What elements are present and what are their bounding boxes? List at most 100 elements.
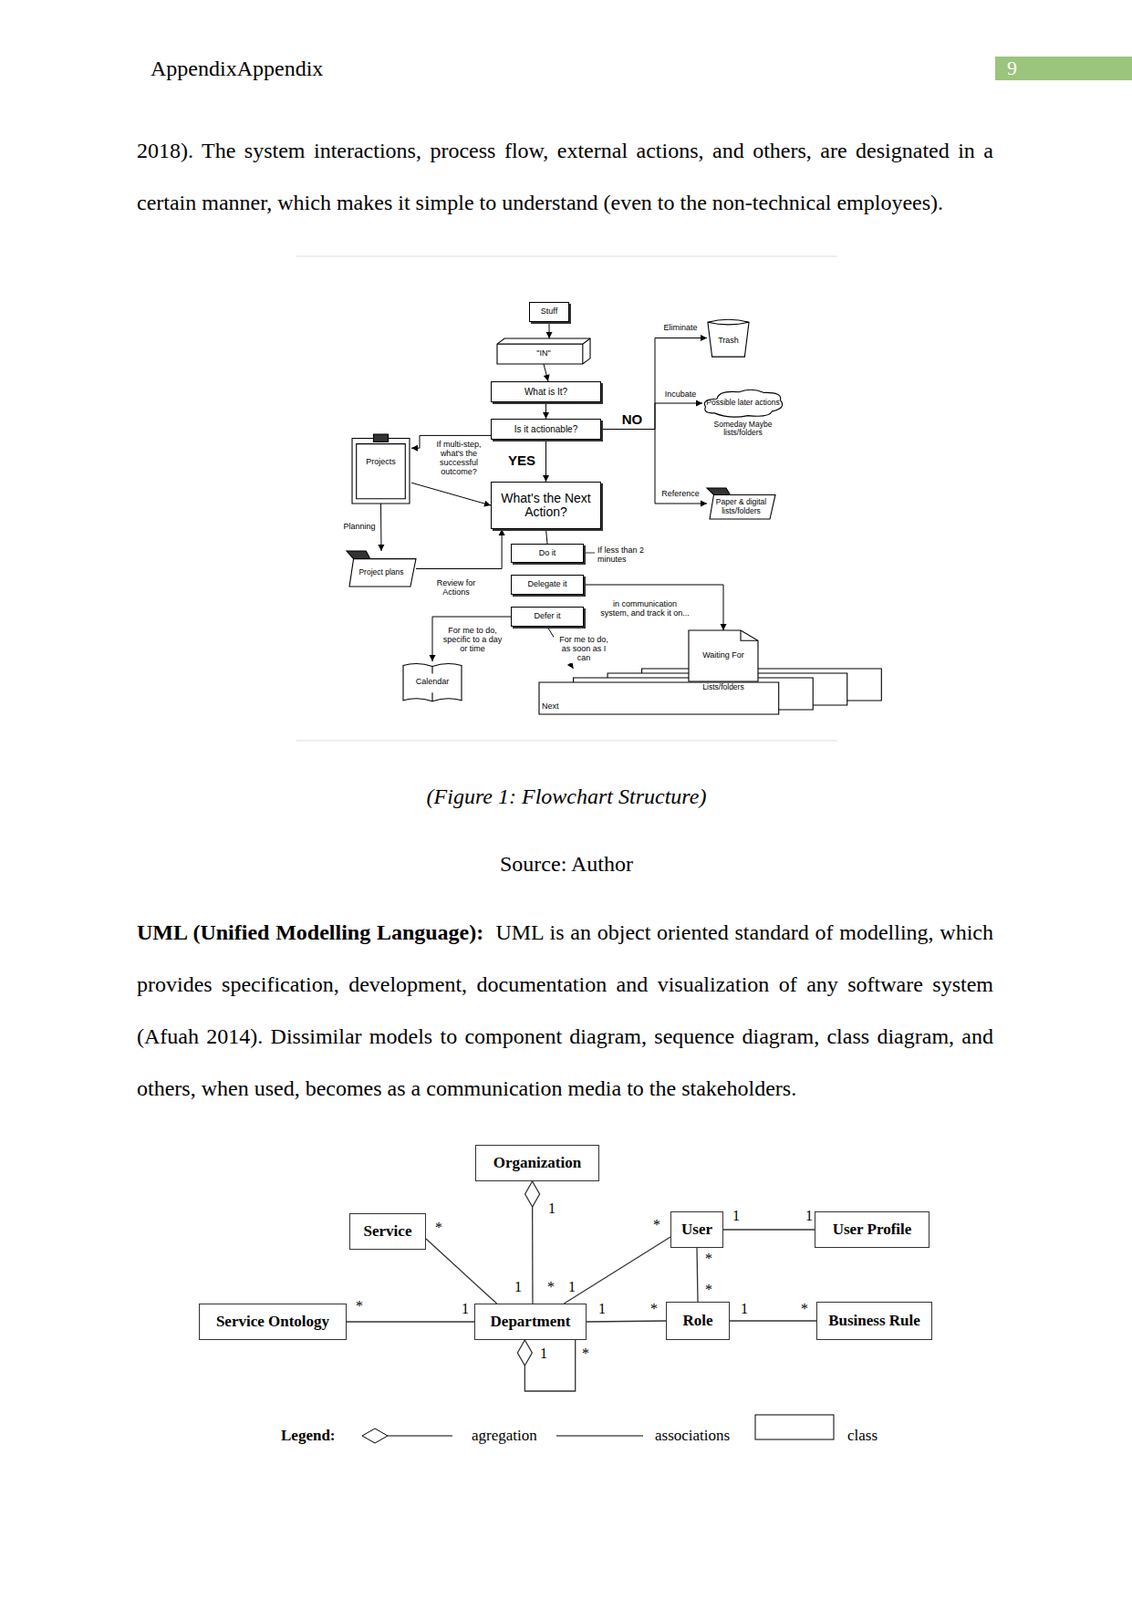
node-text: Stuff: [540, 307, 558, 317]
class-box: Business Rule: [816, 1301, 933, 1340]
node-text: Business Rule: [828, 1312, 921, 1330]
paragraph-text: UML is an object oriented standard of mo…: [136, 920, 994, 1101]
shape-stroke: [688, 630, 759, 682]
legend-text: class: [847, 1426, 878, 1445]
edge-label: YES: [503, 453, 541, 469]
connector: [525, 1181, 541, 1304]
node-text: User: [681, 1221, 713, 1239]
legend-text: associations: [654, 1426, 730, 1445]
multiplicity: *: [705, 1282, 713, 1298]
connector-line: [546, 529, 549, 544]
aggregation-diamond: [525, 1181, 541, 1207]
shape-stroke: [349, 559, 416, 587]
connector: [601, 429, 707, 508]
connector-line: [563, 1236, 671, 1304]
figure-caption: (Figure 1: Flowchart Structure): [338, 782, 795, 811]
multiplicity: 1: [461, 1301, 469, 1317]
connector: [546, 321, 553, 339]
edge-label: Reference: [655, 489, 706, 499]
connector: [696, 1247, 698, 1302]
node-text: Do it: [539, 549, 557, 559]
shape-stroke: [706, 488, 731, 495]
node-text: Possible later actions: [706, 398, 779, 407]
leader-line: [585, 552, 595, 554]
arrowhead: [542, 475, 550, 482]
class-box: Role: [665, 1301, 730, 1340]
connector: [543, 363, 551, 382]
shape-stroke: [539, 682, 779, 715]
shape-stroke: [497, 338, 591, 364]
multiplicity: *: [800, 1301, 809, 1317]
connector-line: [425, 1238, 498, 1304]
node-text: "IN": [536, 349, 551, 359]
connector: [425, 1238, 498, 1304]
arrowhead: [700, 334, 707, 342]
node-text: What is It?: [524, 386, 568, 397]
multiplicity: 1: [568, 1279, 576, 1295]
trash-bin: Trash: [706, 318, 750, 358]
multiplicity: 1: [732, 1208, 740, 1224]
class-box: User: [670, 1211, 724, 1248]
connector-line: [723, 1228, 815, 1230]
node-text: Organization: [493, 1154, 582, 1173]
connector: [729, 1320, 817, 1322]
multiplicity: 1: [805, 1208, 813, 1224]
aggregation-diamond: [517, 1339, 532, 1366]
connector-line: [729, 1319, 817, 1321]
shape-stroke: [707, 321, 749, 357]
connector: [601, 334, 707, 430]
clipboard-icon: Projects: [350, 434, 412, 504]
node-text: Department: [490, 1313, 572, 1331]
multiplicity: 1: [740, 1301, 748, 1317]
arrowhead: [700, 500, 707, 508]
node-text: User Profile: [832, 1221, 913, 1239]
connector: [377, 503, 385, 551]
shape-stroke: [373, 434, 388, 442]
connector: [411, 482, 491, 507]
connector: [723, 1229, 815, 1231]
arrowhead: [411, 445, 418, 452]
folder-icon: Paper & digital lists/folders: [706, 488, 776, 520]
legend-box: [755, 1414, 834, 1440]
shape-stroke: [740, 630, 759, 641]
action-box: Delegate it: [510, 574, 584, 595]
shape-stroke: [497, 338, 591, 364]
connector-line: [601, 338, 707, 430]
class-box: Department: [474, 1303, 587, 1340]
multiplicity: 1: [540, 1346, 548, 1361]
node-text: Service Ontology: [216, 1313, 330, 1331]
running-header: AppendixAppendix: [150, 54, 323, 83]
term-heading: UML (Unified Modelling Language):: [136, 920, 484, 945]
node-text: Paper & digital lists/folders: [709, 498, 773, 516]
page-number-bar: [995, 56, 1132, 81]
class-box: User Profile: [814, 1211, 930, 1248]
arrowhead: [498, 529, 506, 536]
multiplicity: *: [355, 1298, 364, 1314]
connector: [517, 1339, 575, 1392]
edge-label: For me to do, specific to a day or time: [439, 626, 506, 655]
edge-label: Eliminate: [657, 323, 704, 333]
connector: [346, 1321, 475, 1323]
connector: [583, 584, 727, 631]
arrowhead: [377, 544, 385, 551]
document-icon: Waiting ForLists/folders: [688, 630, 759, 682]
multiplicity: *: [650, 1301, 658, 1317]
arrowhead: [543, 373, 551, 382]
arrowhead: [546, 332, 553, 339]
connector: [546, 529, 549, 544]
decision-label: NO: [620, 412, 645, 426]
class-box: Service: [349, 1213, 426, 1250]
body-paragraph: 2018). The system interactions, process …: [136, 124, 994, 229]
connector-line: [583, 584, 724, 631]
folder-icon: Project plans: [346, 550, 416, 587]
arrowhead: [429, 654, 437, 662]
note-label: If less than 2 minutes: [597, 546, 651, 565]
edge-label: in communication system, and track it on…: [599, 600, 691, 619]
node-text: Service: [363, 1223, 413, 1241]
shape-stroke: [352, 438, 410, 504]
connector: [586, 1320, 666, 1322]
legend-heading: Legend:: [280, 1426, 336, 1445]
node-text: Calendar: [415, 677, 450, 687]
legend-diamond: [362, 1428, 388, 1444]
